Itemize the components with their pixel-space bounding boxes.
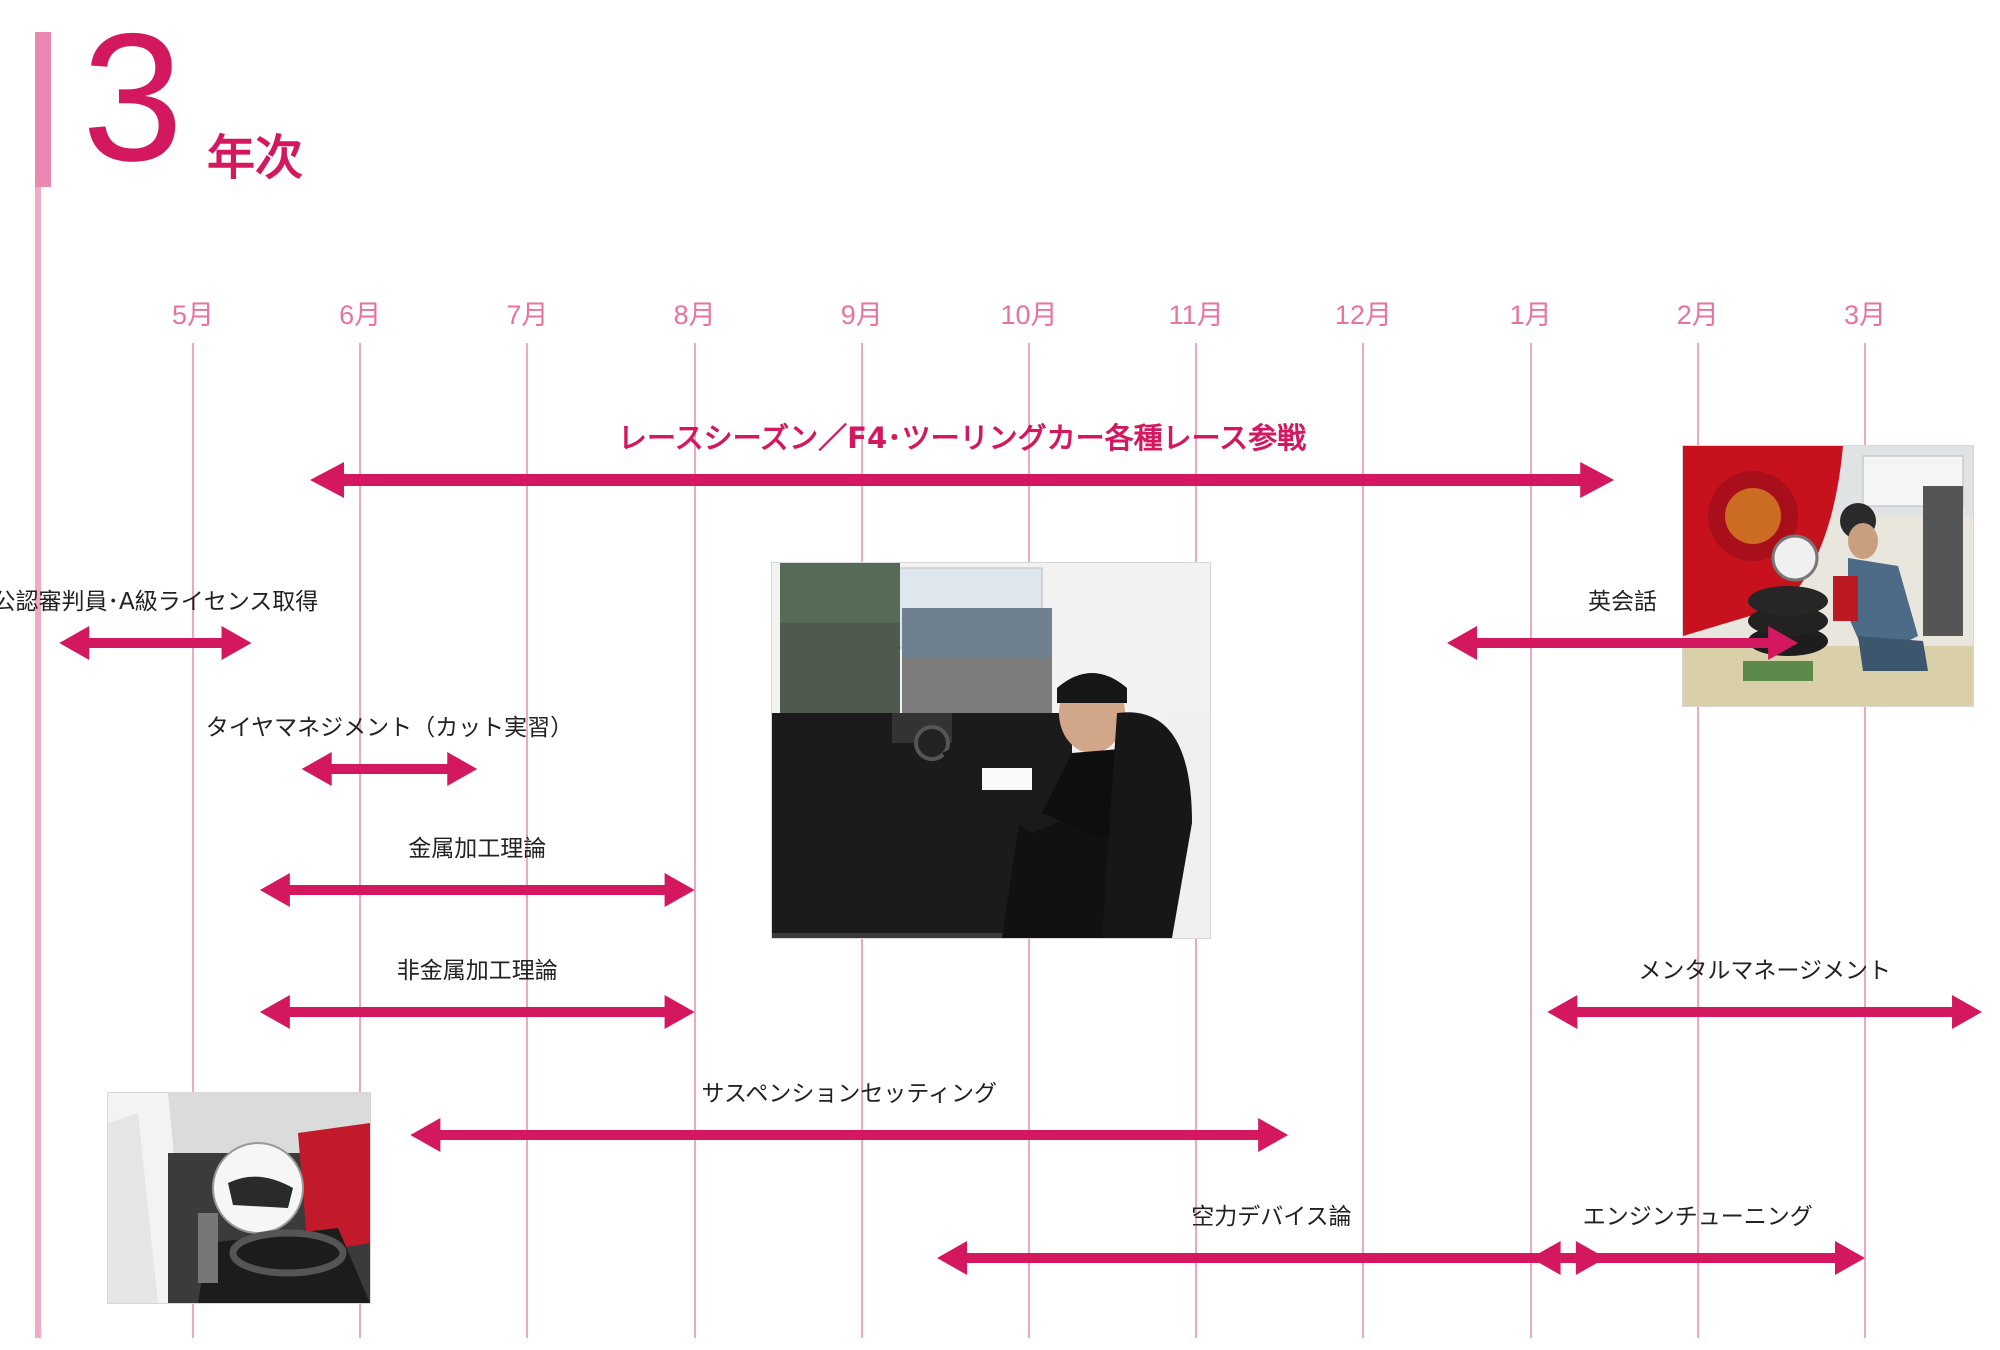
month-line <box>1529 343 1532 1338</box>
month-line <box>192 343 194 1338</box>
month-label: 8月 <box>673 300 716 330</box>
month-label: 7月 <box>506 300 549 330</box>
month-label: 11月 <box>1168 300 1224 330</box>
month-line <box>1864 343 1866 1338</box>
activity-arrow <box>259 995 695 1029</box>
activity-arrow-shaft <box>87 638 224 648</box>
activity-arrow-shaft <box>287 1007 667 1017</box>
year-suffix: 年次 <box>207 130 304 186</box>
month-label: 9月 <box>840 300 883 330</box>
season-arrow-head-right <box>1580 462 1615 498</box>
season-arrow-head-left <box>310 462 345 498</box>
activity-arrow-head-right <box>447 752 478 786</box>
activity-arrow-head-left <box>1547 995 1578 1029</box>
month-line <box>693 343 696 1338</box>
activity-arrow-head-right <box>1258 1118 1289 1152</box>
activity-arrow-head-left <box>301 752 332 786</box>
activity-arrow <box>301 752 478 786</box>
month-label: 3月 <box>1843 300 1887 330</box>
activity-arrow-head-left <box>937 1241 968 1275</box>
helmet-driver-photo <box>107 1092 371 1304</box>
activity-label: 空力デバイス論 <box>1191 1204 1352 1230</box>
season-label: レースシーズン／F4･ツーリングカー各種レース参戦 <box>618 421 1307 455</box>
left-rule-accent <box>35 32 51 187</box>
activity-arrow-head-left <box>259 995 290 1029</box>
season-arrow <box>310 462 1615 498</box>
simulator-photo-image <box>772 563 1210 938</box>
activity-arrow-head-left <box>410 1118 441 1152</box>
month-label: 5月 <box>171 300 215 330</box>
activity-arrow-shaft <box>438 1130 1261 1140</box>
activity-arrow <box>937 1241 1606 1275</box>
activity-arrow-head-right <box>1835 1241 1865 1275</box>
activity-arrow <box>1547 995 1983 1029</box>
activity-arrow-head-right <box>1952 995 1983 1029</box>
activity-arrow-head-right <box>664 995 695 1029</box>
helmet-driver-photo-image <box>108 1093 370 1303</box>
season-arrow-shaft <box>342 474 1583 486</box>
activity-arrow <box>59 626 252 660</box>
activity-arrow-head-left <box>59 626 90 660</box>
activity-arrow-head-left <box>1530 1241 1561 1275</box>
tire-service-photo <box>1682 445 1974 707</box>
activity-arrow-shaft <box>965 1253 1578 1263</box>
activity-arrow-shaft <box>1475 638 1771 648</box>
activity-arrow-head-right <box>1768 626 1799 660</box>
activity-arrow <box>1447 626 1799 660</box>
activity-arrow-shaft <box>1575 1007 1955 1017</box>
activity-arrow <box>1530 1241 1865 1275</box>
simulator-photo <box>771 562 1211 939</box>
month-line <box>1696 343 1699 1338</box>
activity-label: 英会話 <box>1588 589 1658 615</box>
month-line <box>1362 343 1365 1338</box>
activity-label: サスペンションセッティング <box>701 1081 998 1107</box>
activity-arrow-head-right <box>221 626 252 660</box>
activity-arrow <box>259 873 695 907</box>
month-label: 2月 <box>1676 300 1719 330</box>
activity-arrow-shaft <box>1558 1253 1837 1263</box>
month-label: 10月 <box>1000 300 1058 330</box>
activity-arrow-shaft <box>329 764 450 774</box>
activity-label: 公認審判員･A級ライセンス取得 <box>0 589 319 615</box>
activity-arrow <box>410 1118 1289 1152</box>
activity-arrow-shaft <box>287 885 667 895</box>
activity-arrow-head-right <box>664 873 695 907</box>
activity-arrow-head-left <box>259 873 290 907</box>
tire-service-photo-image <box>1683 446 1973 706</box>
month-label: 1月 <box>1509 300 1552 330</box>
activity-label: エンジンチューニング <box>1582 1204 1813 1230</box>
activity-label: 非金属加工理論 <box>396 958 558 984</box>
month-line <box>526 343 529 1338</box>
month-label: 6月 <box>339 300 382 330</box>
year-number: 3 <box>82 0 184 199</box>
month-label: 12月 <box>1334 300 1392 330</box>
activity-label: メンタルマネージメント <box>1638 958 1891 984</box>
activity-arrow-head-left <box>1447 626 1477 660</box>
left-rule <box>35 32 41 1338</box>
activity-label: 金属加工理論 <box>408 836 547 862</box>
activity-label: タイヤマネジメント（カット実習） <box>205 715 574 741</box>
month-line <box>359 343 362 1338</box>
